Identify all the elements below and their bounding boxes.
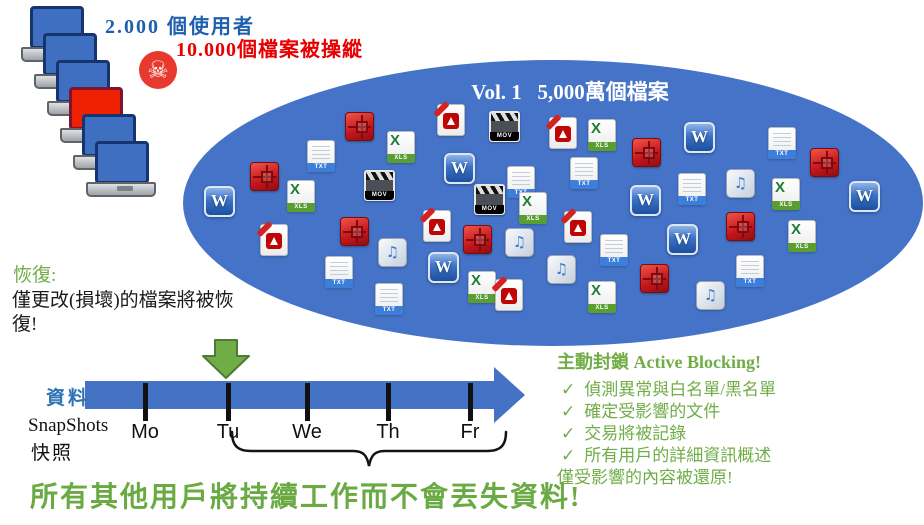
timeline-arrow-body xyxy=(85,381,495,409)
txt-file-icon: TXT xyxy=(600,234,628,266)
active-blocking-panel: 主動封鎖 Active Blocking! ✓ 偵測異常與白名單/黑名單 ✓ 確定受影… xyxy=(557,348,897,489)
w-file-icon: W xyxy=(630,185,661,216)
w-file-icon: W xyxy=(444,153,475,184)
pdf-file-icon xyxy=(433,100,465,136)
w-file-icon: W xyxy=(204,186,235,217)
timeline-day-we: We xyxy=(292,421,322,443)
timeline-tick-tu xyxy=(226,383,231,421)
txt-file-icon: TXT xyxy=(375,283,403,315)
damaged-file-icon xyxy=(632,138,661,167)
recovery-line2: 復! xyxy=(12,314,38,335)
w-file-icon: W xyxy=(684,122,715,153)
timeline-tick-th xyxy=(386,383,391,421)
w-file-icon: W xyxy=(428,252,459,283)
skull-crossbones-icon: ☠ xyxy=(139,51,177,89)
timeline-day-th: Th xyxy=(376,421,400,443)
timeline-tick-we xyxy=(305,383,310,421)
active-blocking-list: ✓ 偵測異常與白名單/黑名單 ✓ 確定受影響的文件 ✓ 交易將被記錄 ✓ 所有用戶的詳細資訊概… xyxy=(557,379,897,467)
volume-title: Vol. 1 5,000萬個檔案 xyxy=(471,80,669,104)
pdf-file-icon xyxy=(491,275,523,311)
checkmark-icon: ✓ xyxy=(561,380,576,400)
checkmark-icon: ✓ xyxy=(561,424,576,444)
active-blocking-item-label: 交易將被記錄 xyxy=(584,424,687,443)
damaged-file-icon xyxy=(345,112,374,141)
music-file-icon: ♫ xyxy=(726,169,755,198)
users-count-label: 2.000 個使用者 xyxy=(105,16,255,38)
timeline-tick-fr xyxy=(468,383,473,421)
timeline-tick-mo xyxy=(143,383,148,421)
active-blocking-item: ✓ 偵測異常與白名單/黑名單 xyxy=(557,379,897,401)
txt-file-icon: TXT xyxy=(736,255,764,287)
timeline-label-snapshot-zh: 快照 xyxy=(31,443,74,464)
txt-file-icon: TXT xyxy=(570,157,598,189)
damaged-file-icon xyxy=(640,264,669,293)
checkmark-icon: ✓ xyxy=(561,402,576,422)
damaged-file-icon xyxy=(726,212,755,241)
timeline-day-fr: Fr xyxy=(460,421,480,443)
active-blocking-item-label: 偵測異常與白名單/黑名單 xyxy=(584,380,776,399)
damaged-file-icon xyxy=(463,225,492,254)
damaged-file-icon xyxy=(340,217,369,246)
bottom-banner: 所有其他用戶將持續工作而不會丟失資料! xyxy=(30,482,582,513)
active-blocking-item: ✓ 交易將被記錄 xyxy=(557,423,897,445)
recovery-title: 恢復: xyxy=(13,265,57,286)
checkmark-icon: ✓ xyxy=(561,446,576,466)
mov-file-icon: MOV xyxy=(364,170,395,201)
timeline-brace xyxy=(230,430,508,467)
active-blocking-item: ✓ 所有用戶的詳細資訊概述 xyxy=(557,445,897,467)
mov-file-icon: MOV xyxy=(474,184,505,215)
music-file-icon: ♫ xyxy=(696,281,725,310)
active-blocking-footer: 僅受影響的內容被還原! xyxy=(557,468,733,487)
music-file-icon: ♫ xyxy=(547,255,576,284)
music-file-icon: ♫ xyxy=(378,238,407,267)
timeline-day-mo: Mo xyxy=(131,421,159,443)
txt-file-icon: TXT xyxy=(307,140,335,172)
timeline-arrow-head xyxy=(494,367,525,423)
timeline-label-snapshots: SnapShots xyxy=(28,415,109,436)
mov-file-icon: MOV xyxy=(489,111,520,142)
pdf-file-icon xyxy=(560,207,592,243)
txt-file-icon: TXT xyxy=(678,173,706,205)
timeline-label-data: 資料 xyxy=(46,388,91,409)
recovery-line1: 僅更改(損壞)的檔案將被恢 xyxy=(12,290,234,311)
active-blocking-title: 主動封鎖 Active Blocking! xyxy=(557,352,761,372)
pdf-file-icon xyxy=(545,113,577,149)
manipulated-files-label: 10.000個檔案被操縱 xyxy=(176,39,363,61)
music-file-icon: ♫ xyxy=(505,228,534,257)
w-file-icon: W xyxy=(849,181,880,212)
damaged-file-icon xyxy=(810,148,839,177)
txt-file-icon: TXT xyxy=(325,256,353,288)
pdf-file-icon xyxy=(419,206,451,242)
snapshot-marker-arrow-icon xyxy=(202,339,250,379)
laptop-icon xyxy=(86,141,165,197)
damaged-file-icon xyxy=(250,162,279,191)
active-blocking-item: ✓ 確定受影響的文件 xyxy=(557,401,897,423)
txt-file-icon: TXT xyxy=(768,127,796,159)
active-blocking-item-label: 確定受影響的文件 xyxy=(584,402,721,421)
active-blocking-item-label: 所有用戶的詳細資訊概述 xyxy=(584,446,772,465)
w-file-icon: W xyxy=(667,224,698,255)
pdf-file-icon xyxy=(256,220,288,256)
